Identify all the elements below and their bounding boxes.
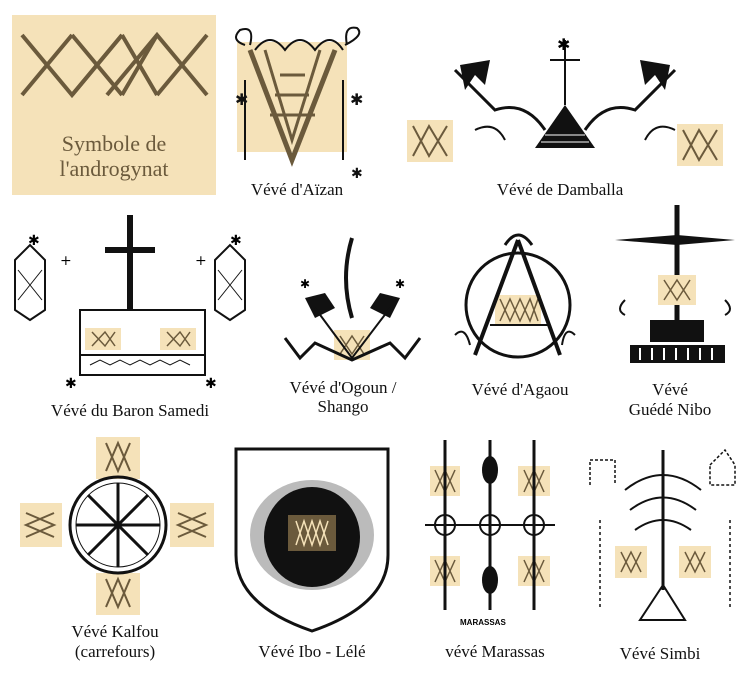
veve-ibo-lele: [232, 445, 392, 635]
caption-ogoun-line1: Vévé d'Ogoun /: [289, 378, 397, 397]
svg-text:+: +: [60, 253, 72, 269]
caption-simbi: Vévé Simbi: [619, 644, 701, 663]
svg-text:✱: ✱: [351, 166, 363, 182]
svg-text:✱: ✱: [395, 277, 405, 291]
marassas-inline-label: MARASSAS: [460, 618, 506, 627]
veve-guede-nibo: [610, 200, 740, 370]
baron-highlight-right: [160, 328, 196, 350]
veve-damballa: ✱: [395, 30, 735, 170]
caption-aizan: Vévé d'Aïzan: [250, 180, 344, 199]
caption-damballa: Vévé de Damballa: [496, 180, 624, 199]
veve-aizan: ✱ ✱ ✱: [225, 20, 375, 182]
veve-kalfou: [20, 437, 215, 617]
veve-ogoun: ✱✱: [280, 228, 425, 373]
caption-marassas: vévé Marassas: [445, 642, 545, 661]
svg-text:✱: ✱: [300, 277, 310, 291]
caption-guede-line1: Vévé: [652, 380, 688, 399]
caption-kalfou-line2: (carrefours): [74, 642, 156, 661]
androgyny-title-line1: Symbole de: [61, 131, 167, 156]
caption-baron: Vévé du Baron Samedi: [50, 401, 210, 420]
androgyny-title-line2: l'androgynat: [59, 156, 169, 181]
svg-text:✱: ✱: [235, 90, 248, 109]
caption-ogoun-line2: Shango: [317, 397, 369, 416]
baron-highlight-left: [85, 328, 121, 350]
veve-simbi: [585, 440, 740, 630]
androgyny-symbol-panel: Symbole de l'androgynat: [12, 15, 216, 195]
caption-ibo: Vévé Ibo - Lélé: [258, 642, 366, 661]
svg-text:+: +: [195, 253, 207, 269]
svg-text:✱: ✱: [65, 376, 77, 392]
svg-text:✱: ✱: [28, 233, 40, 249]
svg-text:✱: ✱: [205, 376, 217, 392]
caption-guede-line2: Guédé Nibo: [628, 400, 712, 419]
svg-text:✱: ✱: [557, 35, 570, 54]
caption-kalfou-line1: Vévé Kalfou: [71, 622, 159, 641]
veve-baron-samedi: + + ✱ ✱ ✱ ✱: [10, 210, 250, 400]
androgyny-xx-icon: [20, 31, 209, 99]
svg-text:✱: ✱: [350, 90, 363, 109]
svg-text:✱: ✱: [230, 233, 242, 249]
caption-agaou: Vévé d'Agaou: [471, 380, 569, 399]
veve-agaou: [450, 225, 590, 370]
veve-marassas: MARASSAS: [420, 430, 575, 630]
